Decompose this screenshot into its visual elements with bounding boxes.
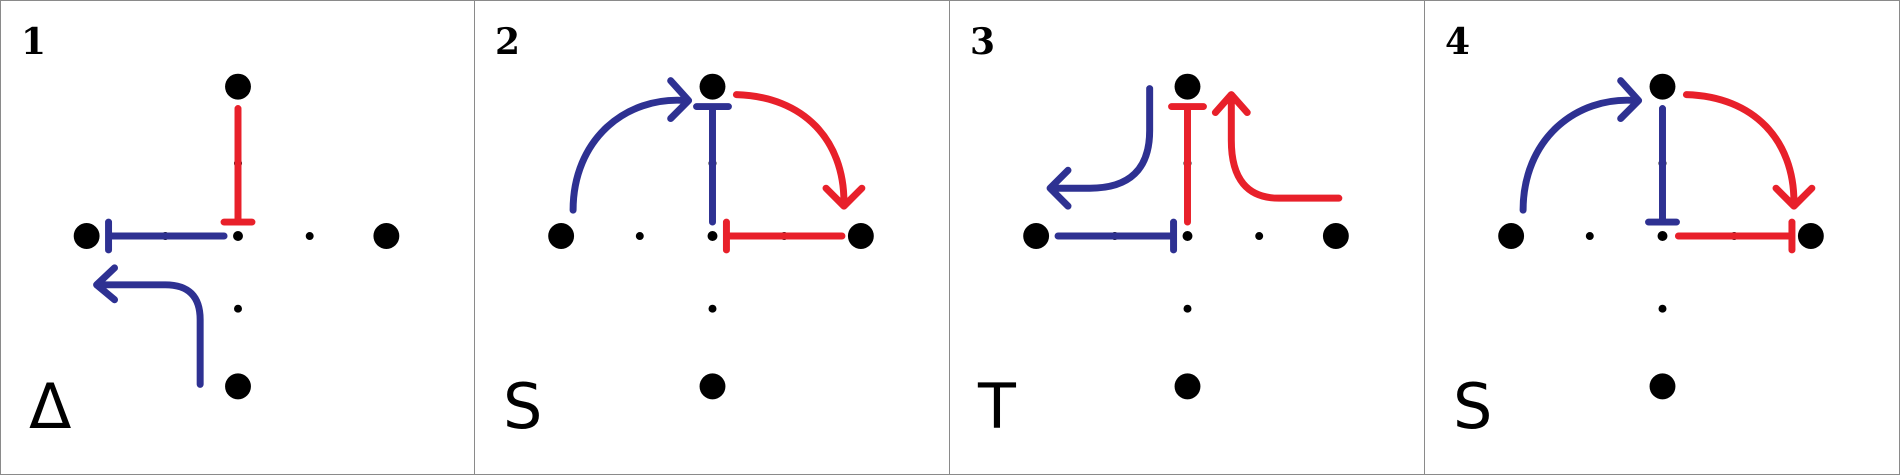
node-bottom bbox=[1174, 373, 1201, 400]
blue-inhibit-arrow bbox=[693, 103, 732, 226]
node-left bbox=[548, 223, 575, 249]
node-left bbox=[1023, 223, 1050, 249]
blue-curved-arrow bbox=[93, 264, 204, 388]
node-bottom bbox=[225, 373, 251, 400]
panel-4-graphic bbox=[1498, 73, 1824, 400]
panel-4: 4 S bbox=[1425, 0, 1900, 475]
panel-number: 2 bbox=[495, 21, 521, 63]
node-left bbox=[73, 223, 100, 249]
blue-curved-arrow bbox=[1046, 85, 1154, 210]
panel-1-graphic bbox=[73, 73, 400, 400]
red-inhibit-arrow bbox=[722, 218, 846, 254]
node-right bbox=[373, 223, 400, 249]
panel-2-graphic bbox=[548, 73, 874, 400]
blue-curved-arrow bbox=[569, 77, 693, 214]
node-right bbox=[847, 223, 874, 249]
red-curved-arrow bbox=[1211, 91, 1343, 202]
node-left bbox=[1498, 223, 1525, 249]
node-center bbox=[707, 231, 718, 241]
node-bottom bbox=[1649, 373, 1676, 400]
panel-number: 1 bbox=[21, 21, 47, 63]
node-center bbox=[233, 231, 243, 241]
node-top bbox=[225, 73, 251, 100]
node-top bbox=[1174, 73, 1201, 100]
panel-symbol: T bbox=[978, 370, 1016, 443]
node-top bbox=[1649, 73, 1676, 100]
node-center bbox=[1657, 231, 1668, 241]
panel-number: 4 bbox=[1445, 21, 1471, 63]
node-bottom bbox=[699, 373, 726, 400]
panel-number: 3 bbox=[970, 21, 996, 63]
panel-3: 3 T bbox=[950, 0, 1425, 475]
panel-symbol: Δ bbox=[29, 370, 72, 443]
blue-inhibit-arrow bbox=[1054, 218, 1178, 254]
blue-curved-arrow bbox=[1519, 77, 1643, 214]
node-right bbox=[1322, 223, 1349, 249]
node-right bbox=[1797, 223, 1824, 249]
blue-inhibit-arrow bbox=[105, 218, 228, 254]
node-top bbox=[699, 73, 726, 100]
red-curved-arrow bbox=[1682, 91, 1816, 210]
red-inhibit-arrow bbox=[220, 105, 256, 226]
panel-3-graphic bbox=[1023, 73, 1349, 400]
panel-symbol: S bbox=[1453, 370, 1493, 443]
red-curved-arrow bbox=[732, 91, 866, 210]
red-inhibit-arrow bbox=[1168, 103, 1207, 226]
panel-2: 2 S bbox=[475, 0, 950, 475]
panel-symbol: S bbox=[503, 370, 543, 443]
panel-1: 1 Δ bbox=[0, 0, 475, 475]
red-inhibit-arrow bbox=[1674, 218, 1796, 254]
blue-inhibit-arrow bbox=[1645, 105, 1680, 226]
node-center bbox=[1182, 231, 1193, 241]
